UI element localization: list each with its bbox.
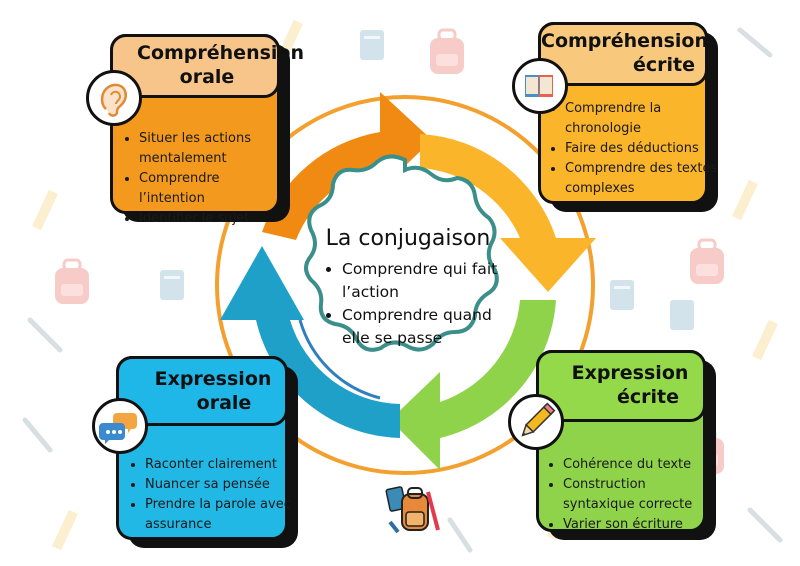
card-title-line1: Expression	[571, 362, 689, 384]
card-item: Prendre la parole avec assurance	[145, 495, 301, 535]
wavy-center-border	[304, 154, 499, 352]
card-header: Expression écrite	[536, 350, 706, 422]
center-list: Comprendre qui fait l’action Comprendre …	[320, 258, 522, 350]
card-title-line2: orale	[179, 66, 235, 88]
backpack-icon	[430, 28, 464, 74]
center-title: La conjugaison	[325, 226, 491, 251]
card-item: Faire des déductions	[565, 139, 719, 159]
center-item: Comprendre quand elle se passe	[342, 304, 522, 350]
card-header: Compréhension écrite	[538, 22, 708, 86]
card-item: Situer les actions mentalement	[139, 129, 289, 169]
backpack-icon	[55, 258, 89, 304]
card-title-line2: écrite	[632, 54, 695, 76]
pencil-icon	[508, 394, 564, 450]
speech-bubbles-icon	[92, 398, 148, 454]
notebook-icon	[670, 300, 694, 330]
cycle-arrow-orange	[262, 92, 432, 240]
card-item: Comprendre des textes complexes	[565, 159, 719, 199]
card-item: Nuancer sa pensée	[145, 475, 301, 495]
backpack-icon	[690, 238, 724, 284]
book-icon	[512, 58, 568, 114]
cycle-arrow-yellow	[420, 134, 596, 292]
card-item: Varier son écriture	[563, 515, 719, 535]
backpack-illustration-icon	[385, 486, 440, 534]
pencil-pattern-icon	[22, 27, 783, 553]
card-title-line1: Compréhension	[137, 42, 304, 64]
card-list: Comprendre la chronologie Faire des dédu…	[547, 99, 719, 199]
center-item: Comprendre qui fait l’action	[342, 258, 522, 304]
card-item: Identifier le sujet	[139, 209, 289, 229]
card-title-line1: Expression	[154, 368, 272, 390]
card-item: Cohérence du texte	[563, 455, 719, 475]
card-item: Construction syntaxique correcte	[563, 475, 719, 515]
cycle-arrow-green	[390, 300, 556, 470]
notebook-icon	[610, 280, 634, 310]
notebook-icon	[160, 270, 184, 300]
notebook-icon	[360, 30, 384, 60]
card-title-line2: écrite	[616, 386, 679, 408]
cycle-arrow-blue	[220, 246, 400, 438]
ear-icon	[86, 70, 142, 126]
card-item: Raconter clairement	[145, 455, 301, 475]
card-list: Situer les actions mentalement Comprendr…	[121, 129, 289, 229]
card-list: Raconter clairement Nuancer sa pensée Pr…	[127, 455, 301, 535]
card-item: Comprendre l’intention	[139, 169, 289, 209]
card-item: Comprendre la chronologie	[565, 99, 719, 139]
card-list: Cohérence du texte Construction syntaxiq…	[545, 455, 719, 535]
card-title-line2: orale	[196, 392, 252, 414]
card-title-line1: Compréhension	[541, 30, 708, 52]
inner-ring-blue	[298, 319, 381, 400]
outer-ring	[215, 95, 595, 475]
